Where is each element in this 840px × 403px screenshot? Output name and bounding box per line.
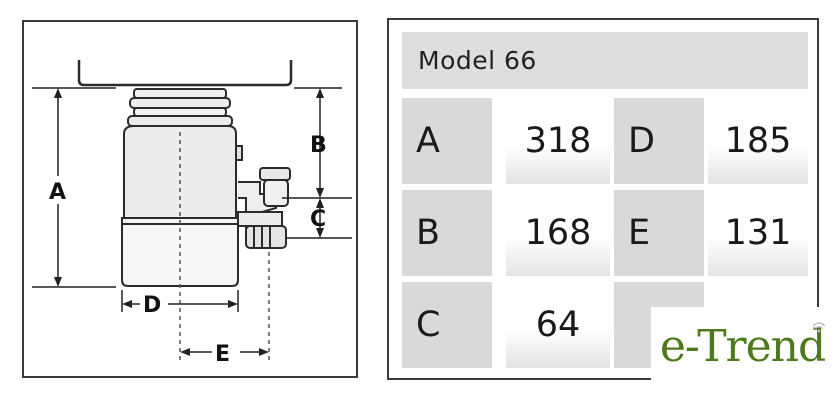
table-row-key: B <box>402 190 492 276</box>
table-row-value: 131 <box>708 190 808 276</box>
table-row-key: C <box>402 282 492 368</box>
etrend-logo: e-Trend <box>651 307 834 385</box>
disposer-drawing: A B C D E <box>32 60 352 367</box>
table-row-value: 185 <box>708 98 808 184</box>
table-row-key: E <box>614 190 704 276</box>
table-row-value: 318 <box>506 98 610 184</box>
dimension-diagram: A B C D E <box>22 20 358 378</box>
wifi-signal-icon <box>812 322 826 333</box>
table-row-value: 168 <box>506 190 610 276</box>
dim-label-b: B <box>310 133 327 158</box>
logo-text: e-Trend <box>659 320 826 372</box>
table-row-value: 64 <box>506 282 610 368</box>
model-title: Model 66 <box>402 32 808 89</box>
table-row-key: A <box>402 98 492 184</box>
table-row-key: D <box>614 98 704 184</box>
dim-label-d: D <box>143 293 161 318</box>
dim-label-e: E <box>215 342 230 367</box>
dimensions-table: Model 66 A 318 D 185 B 168 E 131 C 64 <box>387 18 819 380</box>
dim-label-a: A <box>49 180 66 205</box>
dim-label-c: C <box>310 207 326 232</box>
